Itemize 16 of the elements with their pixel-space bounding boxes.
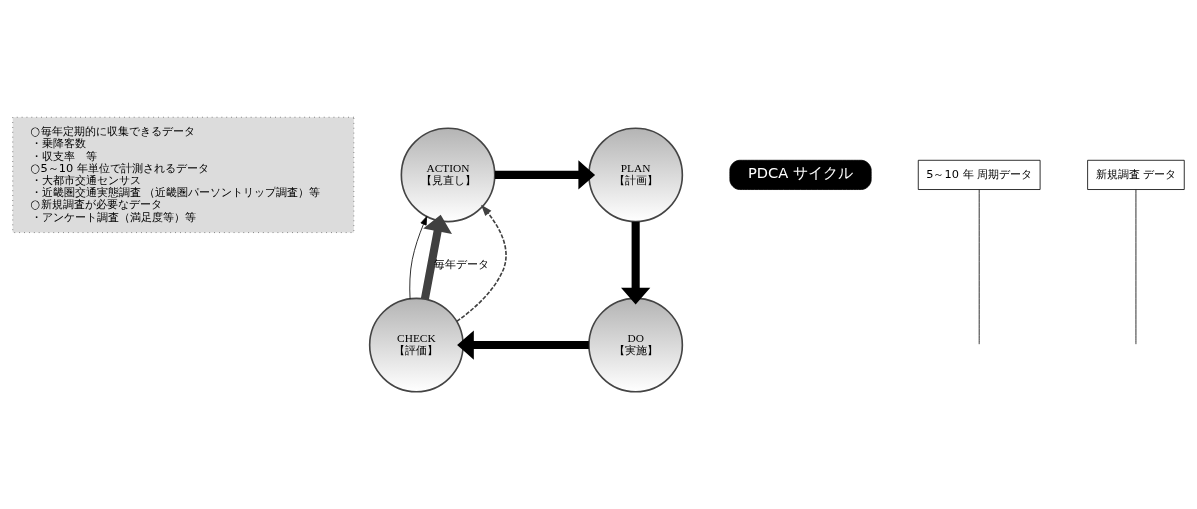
connector: [978, 189, 980, 345]
node-circle: ACTION 【見直し】: [400, 127, 496, 223]
node-circle: PLAN 【計画】: [588, 127, 684, 223]
arrow: [409, 216, 428, 300]
arrow: [494, 160, 596, 190]
connector: [1135, 189, 1137, 345]
node-box: 5～10 年 周期データ: [917, 159, 1041, 190]
node-circle: CHECK 【評価】: [368, 297, 464, 393]
arrow: [456, 204, 507, 323]
arrow: [621, 221, 651, 305]
arrow: [420, 214, 452, 300]
node-box: 新規調査 データ: [1087, 159, 1185, 190]
node-box: PDCA サイクル: [729, 159, 872, 190]
node-circle: DO 【実施】: [588, 297, 684, 393]
node-box: ○毎年定期的に収集できるデータ ・乗降客数 ・収支率 等 ○5～10 年単位で計測されるデータ ・大都市交通センサス ・近畿圏交通実態調査 （近畿圏パーソントリップ調査）等 ○新規調査が必要なデータ ・アンケート調査（満足度等）等: [12, 116, 355, 233]
arrow: [457, 330, 589, 360]
